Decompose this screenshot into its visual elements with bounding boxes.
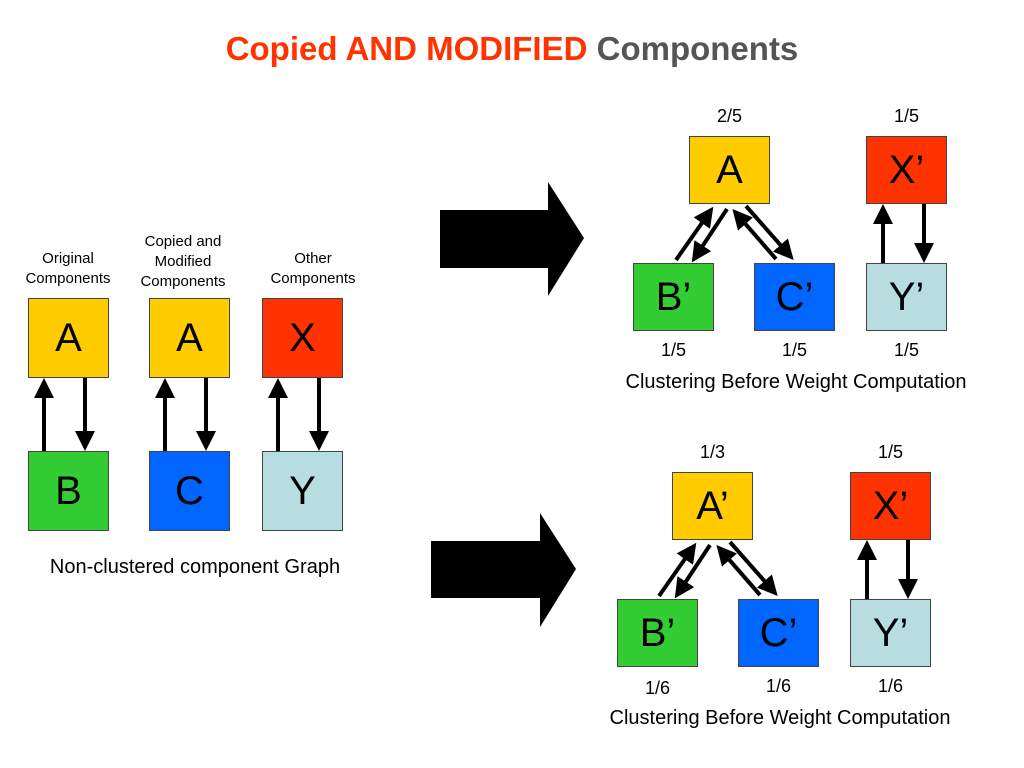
bottom-weight-b: 1/6: [644, 678, 671, 698]
box-original-a: A: [28, 298, 109, 378]
box-original-b: B: [28, 451, 109, 531]
slide-title: Copied AND MODIFIED Components: [0, 30, 1024, 68]
bottom-weight-x: 1/5: [877, 442, 904, 462]
top-arrow-a-to-b: [691, 207, 729, 263]
bottom-weight-a: 1/3: [699, 442, 726, 462]
header-other: Other Components: [270, 250, 356, 287]
bottom-arrow-a-to-b: [674, 543, 712, 599]
header-original: Original Components: [25, 250, 111, 287]
top-box-b: B’: [633, 263, 714, 331]
title-highlight: Copied AND MODIFIED: [225, 30, 588, 67]
box-copied-a: A: [149, 298, 230, 378]
top-arrow-b-to-a: [674, 206, 714, 262]
bottom-weight-c: 1/6: [765, 676, 792, 696]
top-weight-c: 1/5: [781, 340, 808, 360]
top-weight-x: 1/5: [893, 106, 920, 126]
bottom-arrow-b-to-a: [657, 542, 697, 598]
box-other-y: Y: [262, 451, 343, 531]
top-arrow-c-to-a: [732, 208, 778, 261]
bottom-arrow-a-to-c: [728, 540, 778, 596]
top-arrow-a-to-c: [744, 204, 794, 260]
bottom-box-a: A’: [672, 472, 753, 540]
box-copied-c: C: [149, 451, 230, 531]
title-rest: Components: [596, 30, 799, 67]
top-box-x: X’: [866, 136, 947, 204]
top-box-y: Y’: [866, 263, 947, 331]
bottom-box-y: Y’: [850, 599, 931, 667]
top-box-c: C’: [754, 263, 835, 331]
left-graph-caption: Non-clustered component Graph: [49, 556, 341, 578]
bottom-box-c: C’: [738, 599, 819, 667]
bottom-arrow-c-to-a: [716, 544, 762, 597]
bottom-graph-caption: Clustering Before Weight Computation: [609, 707, 951, 729]
top-weight-y: 1/5: [893, 340, 920, 360]
bottom-box-x: X’: [850, 472, 931, 540]
header-copied: Copied and Modified Components: [140, 233, 226, 290]
top-weight-b: 1/5: [660, 340, 687, 360]
box-other-x: X: [262, 298, 343, 378]
block-arrow-top: [440, 182, 584, 296]
bottom-box-b: B’: [617, 599, 698, 667]
block-arrow-bottom: [431, 513, 576, 627]
top-box-a: A: [689, 136, 770, 204]
top-weight-a: 2/5: [716, 106, 743, 126]
top-graph-caption: Clustering Before Weight Computation: [625, 371, 967, 393]
bottom-weight-y: 1/6: [877, 676, 904, 696]
